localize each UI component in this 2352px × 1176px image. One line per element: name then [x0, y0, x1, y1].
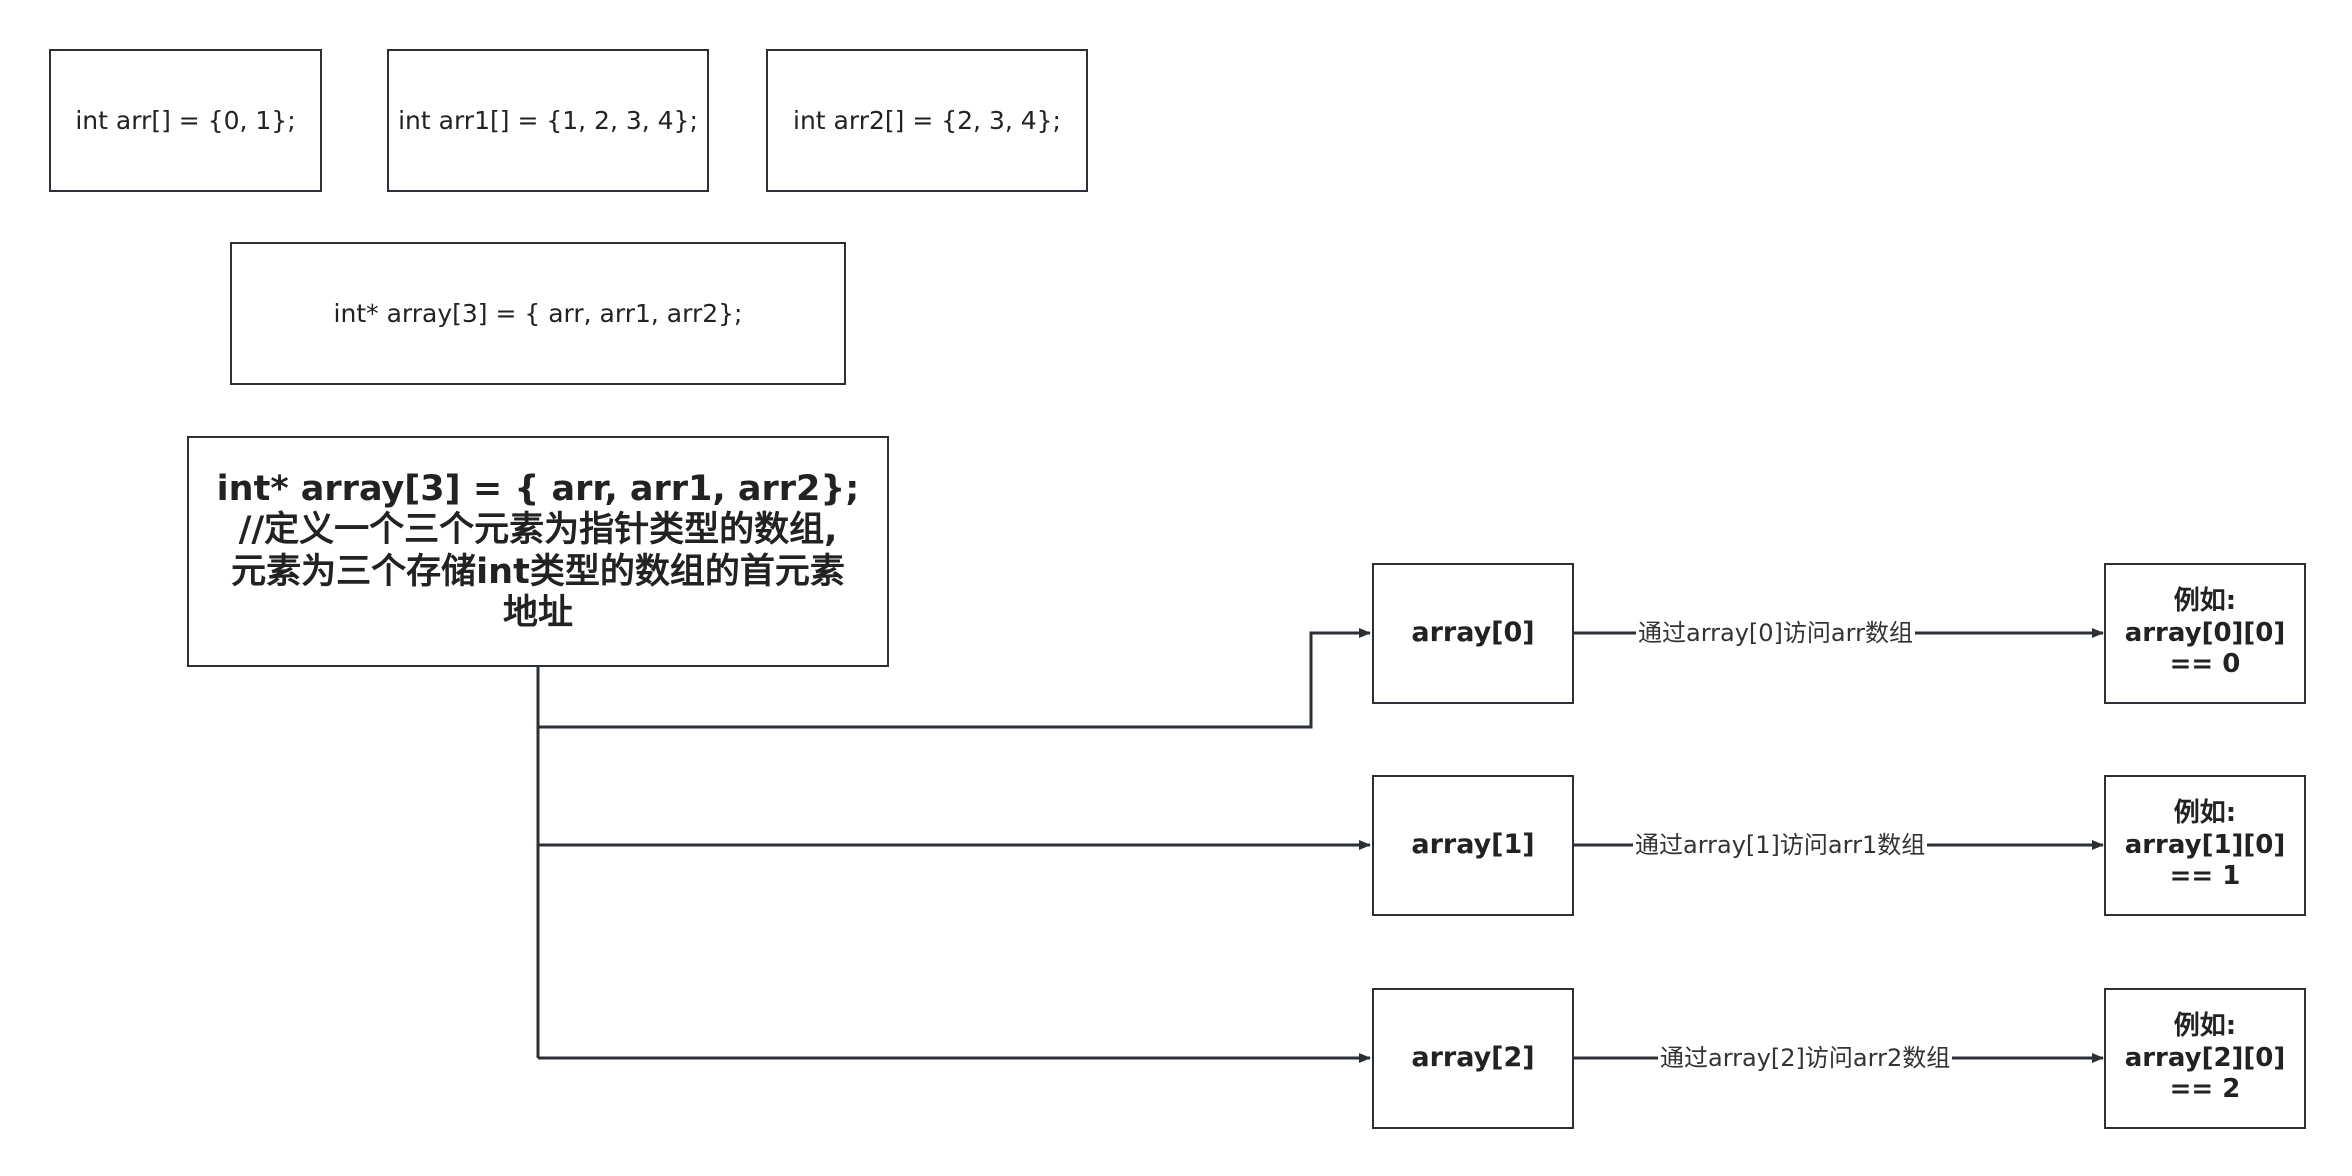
connector-to-array-0	[538, 628, 1371, 729]
summary-line-3: 元素为三个存储int类型的数组的首元素	[231, 551, 845, 592]
example-1-expr: array[1][0]	[2124, 829, 2286, 860]
arr-declaration-box: int arr[] = {0, 1};	[49, 49, 322, 192]
array-0-box: array[0]	[1372, 563, 1574, 704]
summary-line-1: int* array[3] = { arr, arr1, arr2};	[216, 468, 860, 509]
example-2-result: == 2	[2169, 1074, 2241, 1105]
array-0-label: array[0]	[1411, 617, 1535, 649]
example-0-title: 例如:	[2173, 585, 2237, 616]
example-array-2-box: 例如: array[2][0] == 2	[2104, 988, 2306, 1129]
array-2-box: array[2]	[1372, 988, 1574, 1129]
array-1-label: array[1]	[1411, 829, 1535, 861]
arr1-declaration-box: int arr1[] = {1, 2, 3, 4};	[387, 49, 709, 192]
edge-label-array-1: 通过array[1]访问arr1数组	[1633, 831, 1928, 859]
example-0-result: == 0	[2169, 649, 2241, 680]
arr2-declaration-text: int arr2[] = {2, 3, 4};	[793, 105, 1061, 135]
example-array-1-box: 例如: array[1][0] == 1	[2104, 775, 2306, 916]
array-declaration-box: int* array[3] = { arr, arr1, arr2};	[230, 242, 846, 385]
summary-line-4: 地址	[502, 592, 573, 633]
arr1-declaration-text: int arr1[] = {1, 2, 3, 4};	[398, 105, 698, 135]
arr-declaration-text: int arr[] = {0, 1};	[75, 105, 296, 135]
example-array-0-box: 例如: array[0][0] == 0	[2104, 563, 2306, 704]
example-1-title: 例如:	[2173, 797, 2237, 828]
edge-label-array-0: 通过array[0]访问arr数组	[1636, 619, 1915, 647]
array-declaration-text: int* array[3] = { arr, arr1, arr2};	[333, 298, 743, 328]
array-1-box: array[1]	[1372, 775, 1574, 916]
example-0-expr: array[0][0]	[2124, 617, 2286, 648]
array-2-label: array[2]	[1411, 1042, 1535, 1074]
arr2-declaration-box: int arr2[] = {2, 3, 4};	[766, 49, 1088, 192]
example-2-title: 例如:	[2173, 1010, 2237, 1041]
example-2-expr: array[2][0]	[2124, 1042, 2286, 1073]
array-summary-box: int* array[3] = { arr, arr1, arr2}; //定义…	[187, 436, 889, 667]
summary-line-2: //定义一个三个元素为指针类型的数组,	[238, 510, 838, 551]
edge-label-array-2: 通过array[2]访问arr2数组	[1658, 1044, 1953, 1072]
example-1-result: == 1	[2169, 861, 2241, 892]
